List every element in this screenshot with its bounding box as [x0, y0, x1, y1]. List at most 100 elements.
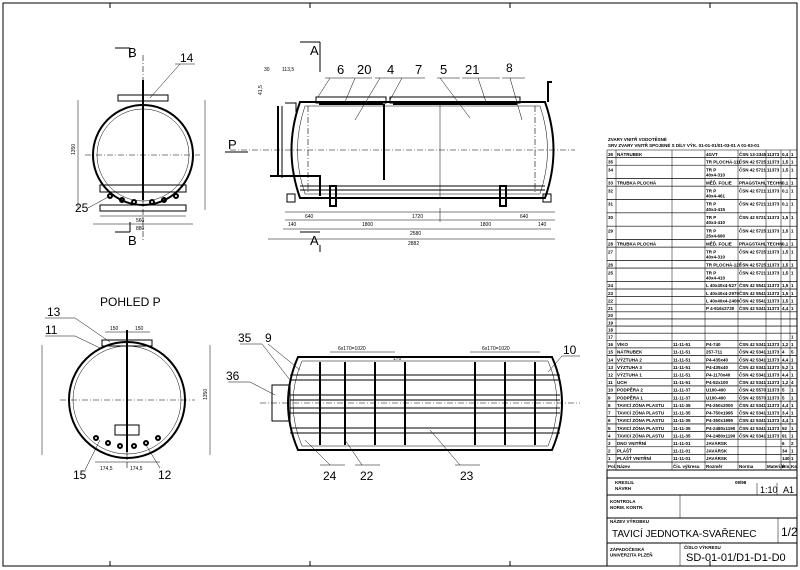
cell-norm: P4-250x2000 [706, 403, 734, 408]
cell-norm: TR P [706, 228, 716, 233]
cell-wt: 1,2 [782, 342, 789, 347]
cell-wt: 0,1 [782, 180, 789, 185]
cell-norm: TR PLOCHÁ-127 [706, 261, 742, 267]
cell-wt: 1,5 [782, 291, 789, 296]
callout-8: 8 [506, 61, 513, 75]
callout-7: 7 [415, 62, 422, 77]
cell-pos: 26 [608, 262, 614, 267]
cell-qty: 1 [791, 228, 794, 233]
norm-control-label: NORM. KONTR. [610, 505, 644, 510]
cell-norm: P 4-916x2730 [706, 306, 735, 311]
dim-150-left: 150 [110, 326, 119, 332]
cut-label-b-bottom: B [128, 233, 137, 248]
cell-mat: 11373 [767, 202, 780, 207]
cell-pos: 10 [608, 388, 614, 393]
side-dim-30: 30 [264, 67, 270, 73]
cell-pos: 25 [608, 270, 614, 275]
callout-14: 14 [180, 51, 194, 65]
cell-pos: 17 [608, 334, 614, 339]
callout-13: 13 [47, 305, 61, 319]
cell-qty: 1 [791, 215, 794, 220]
cell-qty: 1 [791, 306, 794, 311]
callout-10: 10 [563, 343, 577, 357]
cell-qty: 1 [791, 403, 794, 408]
view-p: POHLED P 150 150 174,5 174,5 1350 13 11 … [41, 295, 211, 482]
cell-std: ČSN 42 5725 [739, 227, 767, 233]
cell-mat: 11373 [767, 365, 780, 370]
cell-wt: 1,5 [782, 298, 789, 303]
cell-name: VÝZTUHA 1 [617, 372, 642, 378]
cut-label-b-top: B [128, 45, 137, 60]
cell-drawing: 11-11-51 [673, 365, 691, 370]
cell-mat: TECHN [767, 180, 783, 185]
callout-15: 15 [73, 468, 87, 482]
cell-norm: U100-400 [706, 388, 726, 393]
cell-std: ČSN 42 5721 [739, 187, 767, 193]
cell-qty: 1 [791, 342, 794, 347]
cell-norm: JAVÁRSK [706, 455, 728, 461]
header-std: Norma [739, 464, 754, 469]
cell-qty: 1 [791, 373, 794, 378]
cell-name: VÝZTUHA 3 [617, 364, 642, 370]
cell-wt: 5,2 [782, 365, 789, 370]
drawing-number: SD-01-01/D1-D1-D0 [686, 552, 786, 564]
cell-norm: MĚĎ. FOLIE [706, 178, 732, 185]
cell-pos: 29 [608, 228, 614, 233]
cell-qty: 2 [791, 441, 794, 446]
cell-name: VÝZTUHA 2 [617, 356, 642, 362]
cell-norm: U100-400 [706, 395, 726, 400]
cell-norm: P4-2480x1190 [706, 426, 736, 431]
parts-table-row: 20 [606, 311, 798, 320]
cell-mat: 11373 [767, 262, 780, 267]
cell-std: ČSN 42 5341 [739, 305, 767, 311]
note-line-1: ZVARY VNITŘ VODOTĚSNÉ [608, 135, 667, 142]
cell-qty: 1 [791, 188, 794, 193]
cell-norm-sub: 40x4-310 [706, 173, 726, 178]
cell-pos: 33 [608, 180, 614, 185]
cell-mat: 11373 [767, 411, 780, 416]
header-drawing: Čís. výkresu [673, 463, 700, 469]
cell-wt: 0,1 [782, 202, 789, 207]
cell-norm: P4-435x40 [706, 365, 729, 370]
dim-560: 560 [136, 218, 145, 224]
title-block: KRESLIL NÁVRH KONTROLA NORM. KONTR. 09/9… [606, 469, 798, 567]
cell-pos: 1 [608, 456, 611, 461]
cell-norm: L 40x40x4-2970 [706, 291, 739, 296]
cell-name: NÁTRUBEK [617, 151, 643, 157]
cell-drawing: 11-11-37 [673, 388, 691, 393]
cell-mat: 11373 [767, 433, 780, 438]
cell-pos: 21 [608, 306, 614, 311]
cell-pos: 11 [608, 380, 613, 385]
cell-std: ČSN 42 5341 [739, 402, 767, 408]
header-wt: Hm. [782, 464, 791, 469]
cell-mat: 11373 [767, 298, 780, 303]
cell-mat: 11373 [767, 159, 780, 164]
cut-label-a-top: A [310, 43, 319, 58]
cell-drawing: 11-11-37 [673, 395, 691, 400]
cell-drawing: 11-11-35 [673, 433, 691, 438]
cell-pos: 8 [608, 403, 611, 408]
cell-drawing: 11-11-35 [673, 418, 691, 423]
cell-std: ČSN 42 5725 [739, 261, 767, 267]
cell-pos: 30 [608, 215, 614, 220]
cell-std: ČSN 42 5721 [739, 269, 767, 275]
cell-std: ČSN 42 5341 [739, 372, 767, 378]
cell-qty: 1 [791, 262, 794, 267]
cell-norm-sub: 40x4-461 [706, 193, 726, 198]
sheet-number: 1/2 [781, 525, 798, 539]
cell-wt: 4,4 [782, 357, 789, 362]
